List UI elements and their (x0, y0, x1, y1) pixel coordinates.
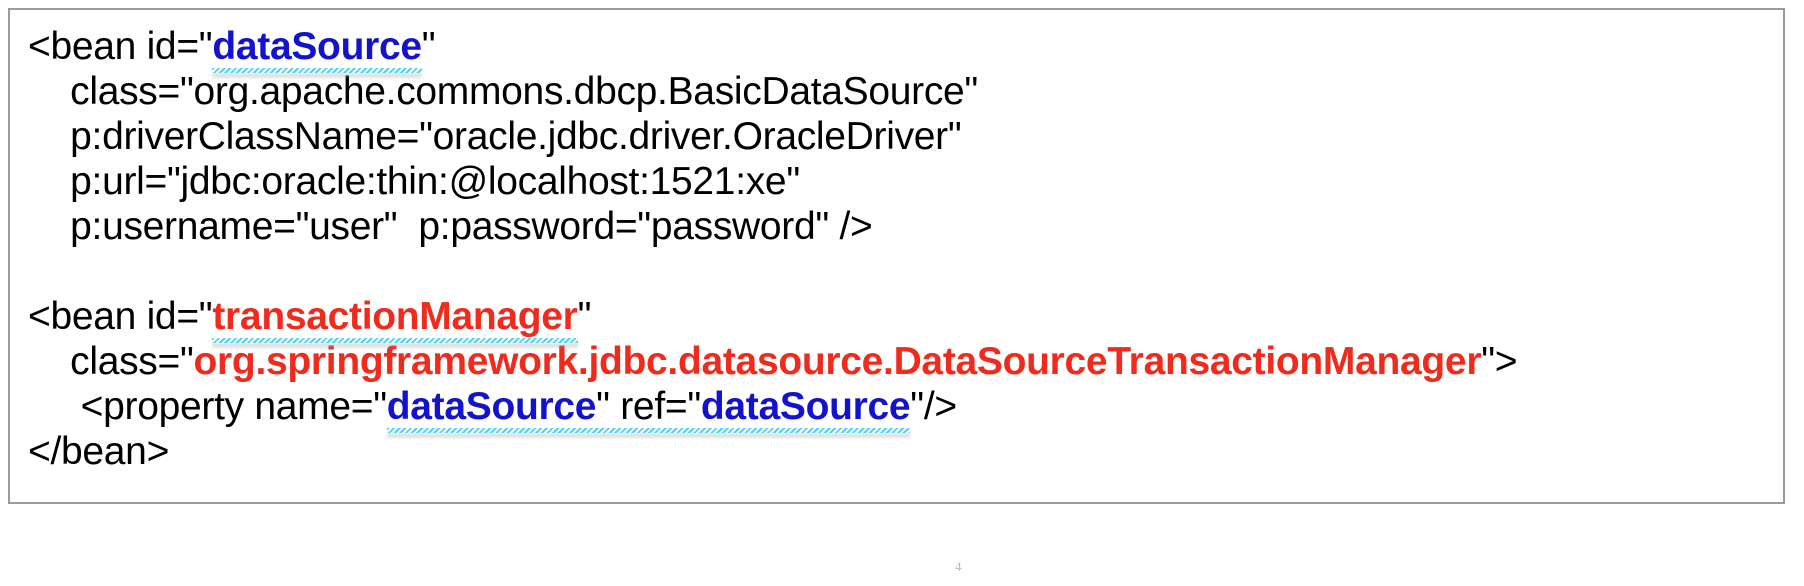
code-token-plain: " ref=" (596, 385, 701, 428)
code-token-plain: " (577, 295, 592, 338)
code-line-9: <property name="dataSource" ref="dataSou… (28, 384, 1768, 433)
spellcheck-underline-cyan: dataSource (212, 24, 423, 73)
code-token-plain: <bean id=" (28, 25, 213, 68)
spellcheck-underline-cyan: dataSource" ref="dataSource (386, 384, 911, 433)
code-token-plain: <property name=" (28, 385, 387, 428)
code-line-10: </bean> (28, 429, 1768, 474)
code-token-identifier-datasource: dataSource (700, 385, 911, 428)
code-token-plain: p:driverClassName="oracle.jdbc.driver.Or… (28, 115, 962, 158)
code-token-plain: p:username="user" p:password="password" … (28, 205, 873, 248)
code-token-plain: p:url="jdbc:oracle:thin:@localhost:1521:… (28, 160, 800, 203)
code-token-plain: <bean id=" (28, 295, 213, 338)
code-token-identifier-datasource: dataSource (386, 385, 597, 428)
spellcheck-underline-cyan: transactionManager (212, 294, 578, 343)
code-token-plain: "> (1481, 340, 1518, 383)
code-token-identifier-transactionmanager: transactionManager (212, 295, 578, 338)
code-line-5: p:username="user" p:password="password" … (28, 204, 1768, 249)
code-token-plain: class=" (28, 340, 194, 383)
code-token-identifier-datasource: dataSource (212, 25, 422, 68)
code-line-3: p:driverClassName="oracle.jdbc.driver.Or… (28, 114, 1768, 159)
code-line-blank (28, 249, 1768, 294)
code-line-1: <bean id="dataSource" (28, 24, 1768, 73)
code-token-plain: "/> (910, 385, 957, 428)
code-line-7: <bean id="transactionManager" (28, 294, 1768, 343)
code-listing-frame: <bean id="dataSource" class="org.apache.… (8, 8, 1785, 504)
code-token-plain: class="org.apache.commons.dbcp.BasicData… (28, 70, 978, 113)
code-token-plain: " (421, 25, 436, 68)
spellcheck-underline-red: transactionManager (212, 294, 578, 342)
code-listing: <bean id="dataSource" class="org.apache.… (28, 24, 1768, 474)
code-token-plain: </bean> (28, 430, 170, 473)
code-line-4: p:url="jdbc:oracle:thin:@localhost:1521:… (28, 159, 1768, 204)
page-corner-mark: 4 (955, 559, 962, 574)
